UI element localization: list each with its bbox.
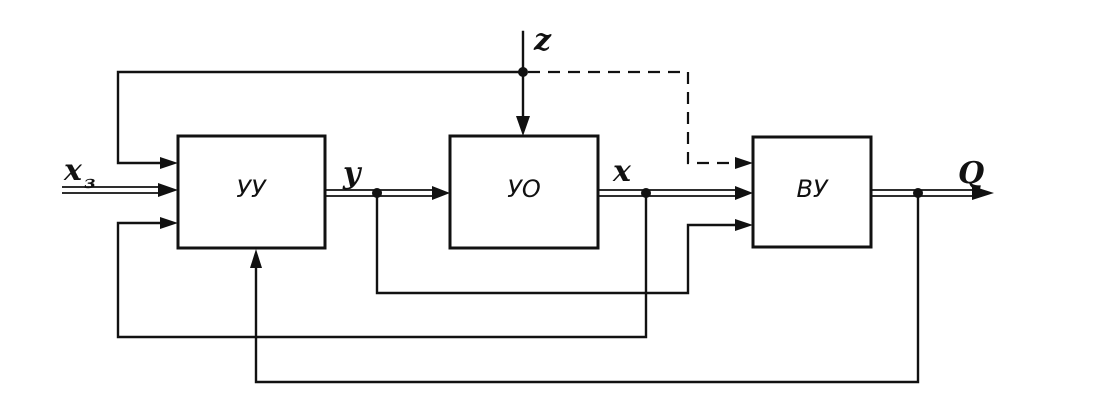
control-to-output-path <box>375 191 753 295</box>
setpoint-symbol: x <box>63 153 83 188</box>
setpoint-input-line <box>62 183 178 197</box>
output-device-block: ВУ <box>751 135 873 249</box>
output-label: Q <box>958 156 984 191</box>
output-line <box>871 186 994 200</box>
control-device-label: УУ <box>236 175 267 203</box>
disturbance-to-control-path <box>116 70 525 169</box>
output-device-label: ВУ <box>796 175 828 203</box>
control-device-block: УУ <box>176 134 327 250</box>
controlled-object-block: УО <box>448 134 600 250</box>
control-signal-line <box>325 186 450 200</box>
disturbance-line <box>516 30 530 136</box>
output-feedback-path <box>250 191 920 384</box>
setpoint-label: x з <box>63 153 96 193</box>
controlled-object-label: УО <box>507 175 541 203</box>
disturbance-label: z <box>533 23 552 58</box>
state-signal-line <box>598 186 753 200</box>
disturbance-to-output-dashed-path <box>528 70 753 169</box>
setpoint-subscript: з <box>84 172 96 193</box>
control-signal-label: y <box>342 156 363 191</box>
state-feedback-path <box>116 191 648 339</box>
state-signal-label: x <box>612 154 632 189</box>
